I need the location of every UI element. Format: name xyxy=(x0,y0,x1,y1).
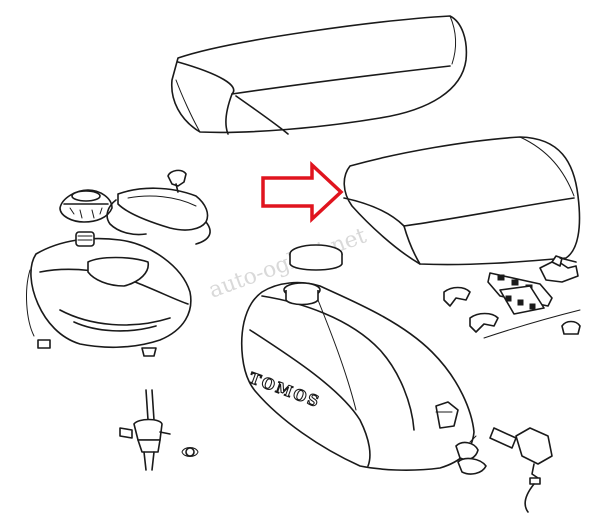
new-seat xyxy=(343,136,581,266)
seat-brackets xyxy=(443,255,581,339)
fuel-tap xyxy=(119,389,199,471)
old-seat xyxy=(170,15,468,135)
fuel-tap-right xyxy=(455,427,553,513)
highlight-arrow xyxy=(261,160,344,224)
small-fuel-tank xyxy=(26,231,192,357)
tank-lid xyxy=(106,169,211,245)
arrow-right-icon xyxy=(261,160,344,224)
tank-cap xyxy=(289,244,343,271)
large-fuel-tank: TOMOS xyxy=(240,281,475,471)
fuel-cap xyxy=(59,189,113,223)
